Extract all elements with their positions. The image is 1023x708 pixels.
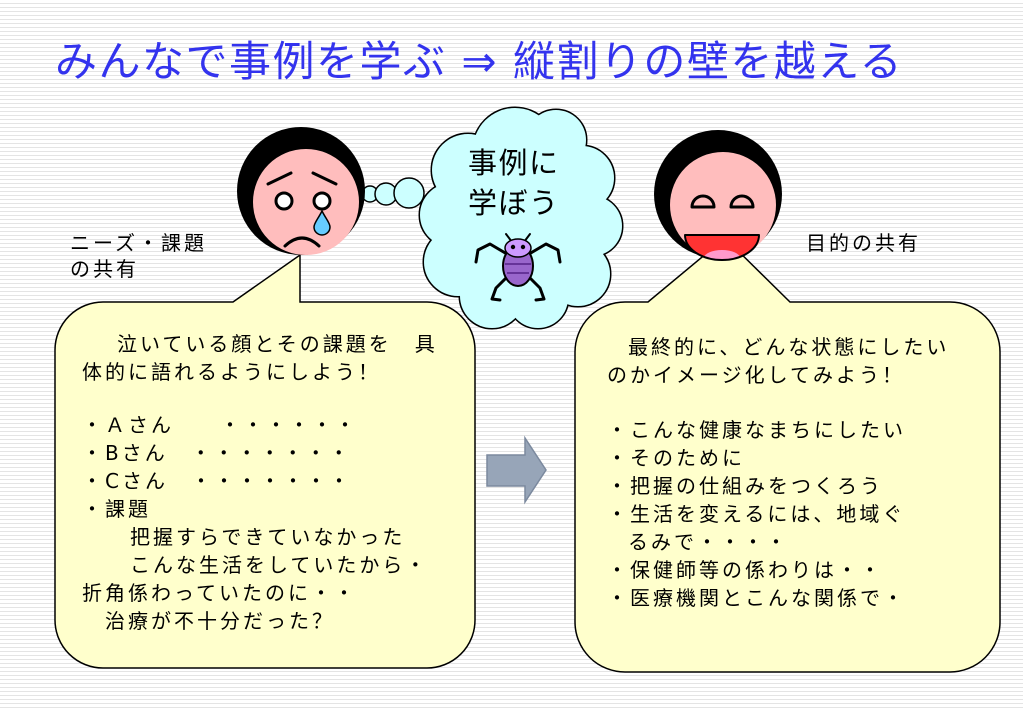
list-item: 治療が不十分だった？: [105, 609, 335, 633]
intro-line: のかイメージ化してみよう！: [607, 363, 905, 387]
eye: [312, 191, 332, 211]
intro-line: 泣いている顔とその課題を 具: [117, 332, 438, 356]
thought-dot-large: [393, 177, 425, 209]
crying-face-icon: [237, 127, 365, 255]
thought-cloud-icon: [418, 106, 624, 330]
right-bubble-intro: 最終的に、どんな状態にしたい のかイメージ化してみよう！: [607, 333, 949, 389]
list-item: 把握すらできていなかった: [130, 525, 406, 549]
left-speech-bubble: [54, 253, 476, 669]
list-item: ・課題: [82, 497, 151, 521]
thought-line: 事例に: [468, 146, 560, 180]
right-bubble-text: 最終的に、どんな状態にしたい のかイメージ化してみよう！ ・こんな健康なまちにし…: [607, 333, 949, 612]
list-item: ・医療機関とこんな関係で・: [607, 586, 906, 610]
mouth-outline: [684, 234, 760, 261]
needs-label: ニーズ・課題 の共有: [70, 230, 207, 282]
left-bubble-list: ・Ａさん ・・・・・・ ・Bさん ・・・・・・・ ・Cさん ・・・・・・・ ・課…: [82, 411, 438, 635]
thought-dots: [361, 177, 425, 209]
tear-drop: [313, 209, 331, 236]
bug-head: [504, 238, 532, 258]
arrow-shape: [486, 435, 547, 505]
thought-text: 事例に 学ぼう: [468, 143, 560, 223]
needs-label-line: ニーズ・課題: [70, 231, 207, 255]
list-item: ・Bさん ・・・・・・・: [82, 441, 352, 465]
list-item: こんな生活をしていたから・: [130, 553, 429, 577]
frown-mouth: [283, 236, 321, 248]
list-item: ・保健師等の係わりは・・: [607, 558, 883, 582]
bug-eye: [520, 244, 526, 250]
face: [253, 149, 359, 255]
bug-leg: [490, 274, 510, 302]
list-item: ・Ａさん ・・・・・・: [82, 413, 358, 437]
list-item: るみで・・・・: [628, 530, 789, 554]
bug-leg: [526, 274, 546, 302]
right-speech-bubble: [574, 236, 1001, 673]
cloud-puff: [445, 145, 595, 295]
eyebrow: [311, 171, 338, 186]
list-item: 折角係わっていたのに・・: [82, 581, 357, 605]
smiling-face-icon: [654, 130, 782, 261]
tongue: [704, 250, 740, 260]
open-mouth: [685, 235, 759, 260]
eye: [274, 191, 294, 211]
smiling-eye: [729, 194, 755, 209]
left-bubble-text: 泣いている顔とその課題を 具 体的に語れるようにしよう！ ・Ａさん ・・・・・・…: [82, 330, 438, 635]
list-item: ・こんな健康なまちにしたい: [607, 418, 906, 442]
list-item: ・そのために: [607, 446, 745, 470]
purpose-label: 目的の共有: [806, 231, 921, 255]
intro-line: 体的に語れるようにしよう！: [82, 360, 381, 384]
face: [670, 152, 776, 258]
thought-line: 学ぼう: [468, 186, 560, 220]
left-bubble-intro: 泣いている顔とその課題を 具 体的に語れるようにしよう！: [82, 330, 438, 386]
bug-icon: [474, 233, 562, 302]
right-arrow-icon: [486, 435, 547, 505]
list-item: ・把握の仕組みをつくろう: [607, 474, 883, 498]
right-bubble-list: ・こんな健康なまちにしたい ・そのために ・把握の仕組みをつくろう ・生活を変え…: [607, 416, 949, 612]
intro-line: 最終的に、どんな状態にしたい: [628, 335, 950, 359]
list-item: ・Cさん ・・・・・・・: [82, 469, 352, 493]
list-item: ・生活を変えるには、地域ぐ: [607, 502, 906, 526]
bug-eye: [510, 244, 516, 250]
smiling-eye: [690, 194, 716, 209]
bug-leg: [527, 242, 562, 264]
bug-leg: [474, 242, 509, 264]
eyebrow: [266, 171, 293, 186]
needs-label-line: の共有: [70, 257, 139, 281]
cloud-fill: [420, 108, 622, 328]
slide-title: みんなで事例を学ぶ ⇒ 縦割りの壁を越える: [55, 37, 904, 86]
